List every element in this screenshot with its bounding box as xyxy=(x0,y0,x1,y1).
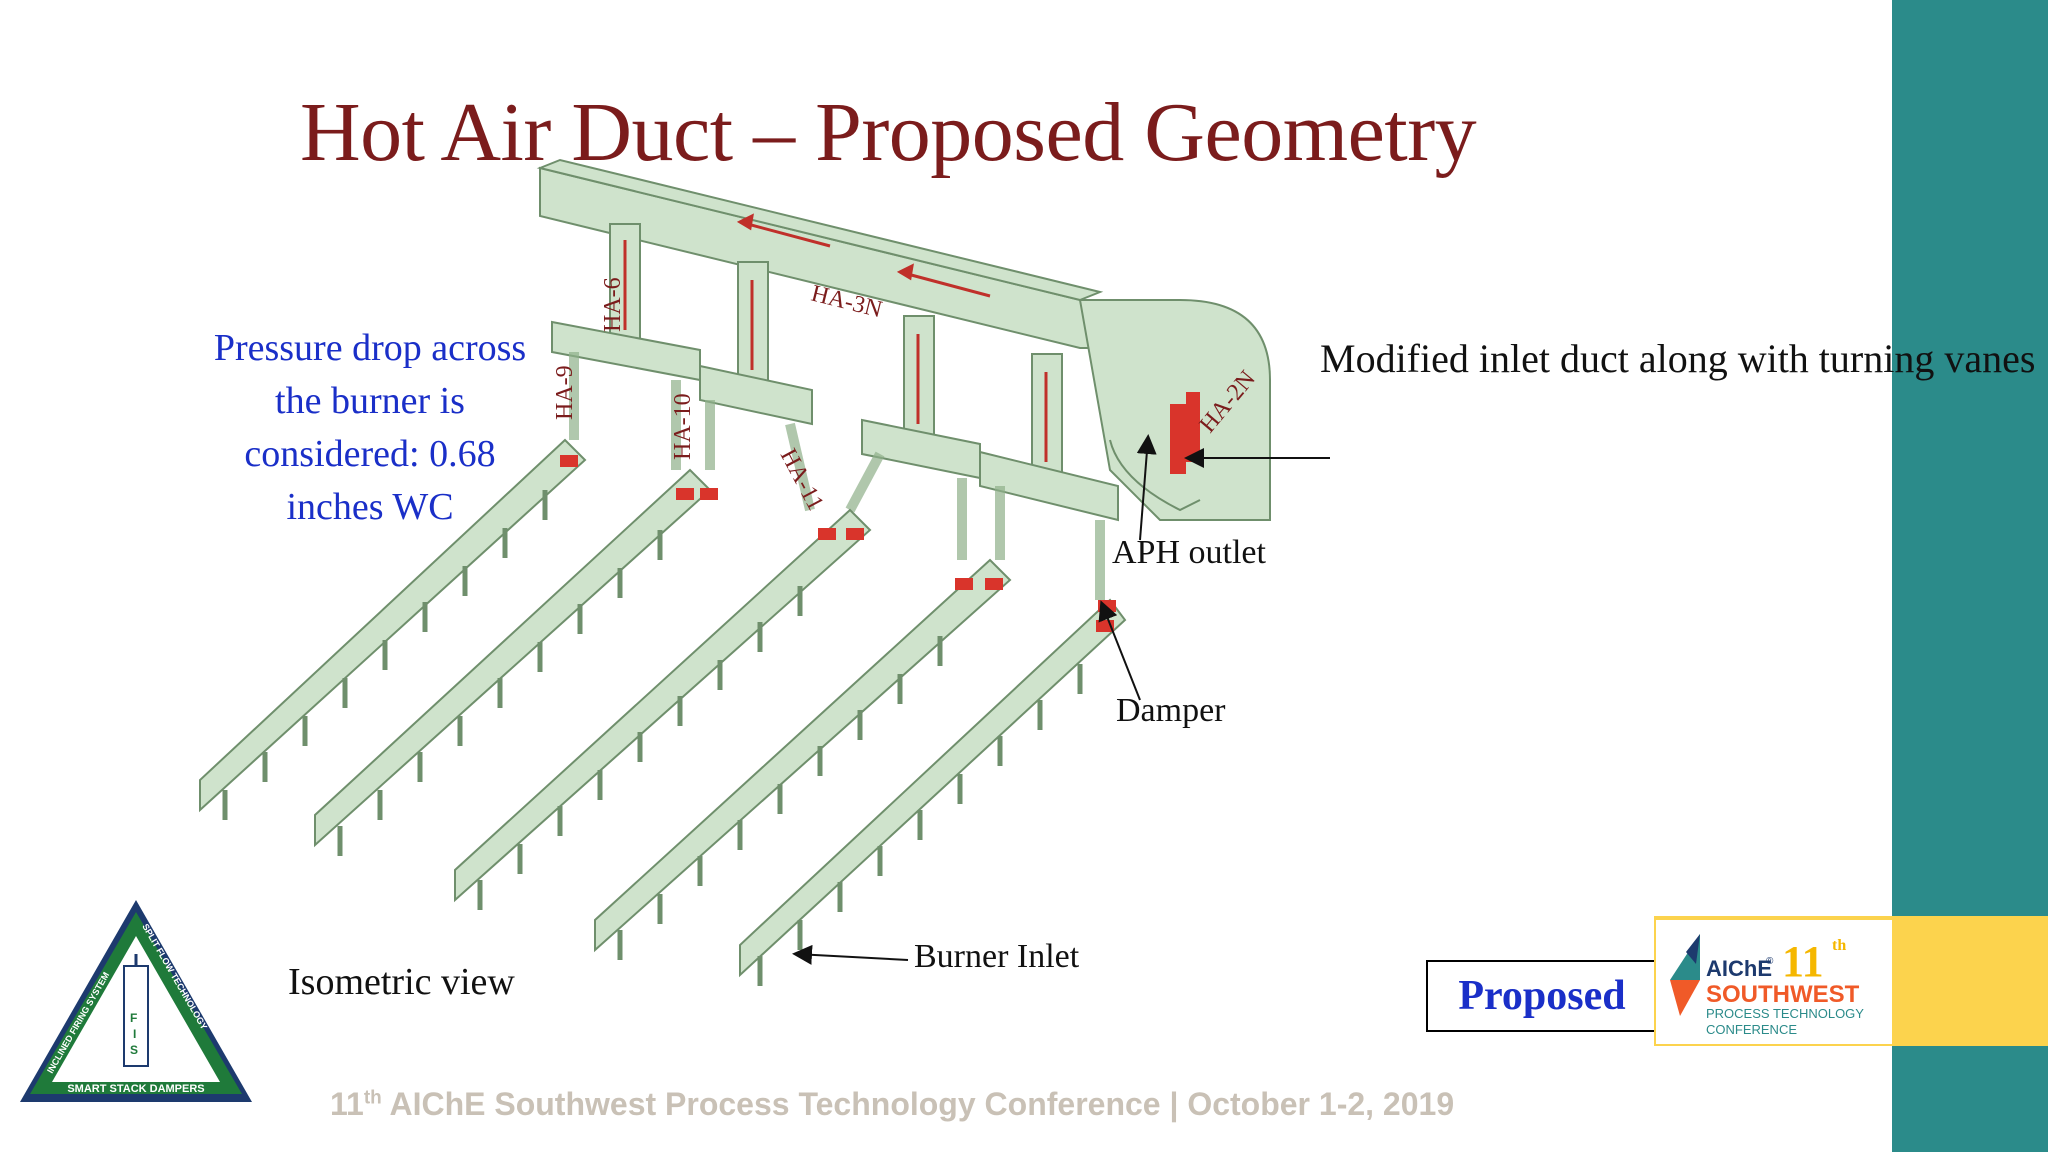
modified-inlet-note: Modified inlet duct along with turning v… xyxy=(1320,336,2036,381)
aiche-line2-text: CONFERENCE xyxy=(1706,1022,1797,1037)
distribution-headers xyxy=(551,320,1119,522)
aiche-southwest-logo: AIChE ® 11 th SOUTHWEST PROCESS TECHNOLO… xyxy=(1654,918,1894,1046)
ha10-label: HA-10 xyxy=(670,393,696,460)
fis-bottom-text: SMART STACK DAMPERS xyxy=(67,1083,204,1095)
aiche-number: 11 xyxy=(1782,937,1824,986)
fis-smart-stack-logo: F I S INCLINED FIRING SYSTEM SPLIT FLOW … xyxy=(20,900,252,1102)
slide-title: Hot Air Duct – Proposed Geometry xyxy=(300,86,1477,179)
pointer-lines xyxy=(792,434,1330,965)
burner-inlet-label: Burner Inlet xyxy=(914,938,1080,975)
footer-ordinal: 11 xyxy=(330,1086,364,1122)
proposed-label: Proposed xyxy=(1458,973,1626,1019)
ha11-label: HA-11 xyxy=(775,445,829,515)
connector-pipes xyxy=(569,352,1105,600)
aiche-brand-text: AIChE xyxy=(1706,956,1772,981)
fis-letter-i: I xyxy=(133,1027,136,1041)
footer-ordinal-suffix: th xyxy=(363,1087,382,1109)
aiche-region-text: SOUTHWEST xyxy=(1706,981,1860,1008)
aph-outlet-label: APH outlet xyxy=(1112,534,1266,571)
burner-rows xyxy=(199,438,1127,978)
footer-text: 11th AIChE Southwest Process Technology … xyxy=(330,1086,1454,1123)
proposed-box: Proposed xyxy=(1426,960,1658,1032)
aiche-registered-mark: ® xyxy=(1766,956,1774,967)
aiche-line1-text: PROCESS TECHNOLOGY xyxy=(1706,1006,1864,1021)
ha6-label: HA-6 xyxy=(600,277,626,332)
fis-letter-f: F xyxy=(130,1011,137,1025)
ha9-label: HA-9 xyxy=(552,365,578,420)
flow-arrows xyxy=(623,213,1048,462)
isometric-view-label: Isometric view xyxy=(288,961,515,1003)
pressure-drop-note: Pressure drop across the burner is consi… xyxy=(213,327,527,528)
burner-stubs xyxy=(222,490,1083,986)
fis-letter-s: S xyxy=(130,1043,138,1057)
damper-label: Damper xyxy=(1116,692,1226,729)
aiche-number-suffix: th xyxy=(1832,937,1846,954)
footer-conference: AIChE Southwest Process Technology Confe… xyxy=(381,1086,1455,1122)
